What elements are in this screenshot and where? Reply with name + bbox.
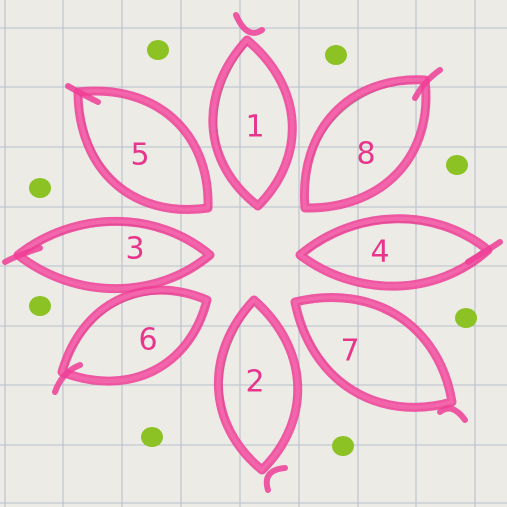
green-dot-icon bbox=[147, 40, 169, 60]
petal-number-3: 3 bbox=[125, 232, 144, 267]
green-dot-icon bbox=[332, 436, 354, 456]
green-dot-icon bbox=[446, 155, 468, 175]
green-dot-icon bbox=[325, 45, 347, 65]
petal-number-5: 5 bbox=[130, 138, 149, 173]
green-dot-icon bbox=[29, 178, 51, 198]
petal-number-8: 8 bbox=[356, 137, 375, 172]
petal-number-6: 6 bbox=[138, 323, 157, 358]
green-dot-icon bbox=[455, 308, 477, 328]
green-dot-icon bbox=[141, 427, 163, 447]
green-dot-icon bbox=[29, 296, 51, 316]
petal-number-4: 4 bbox=[370, 235, 389, 270]
petal-number-7: 7 bbox=[340, 334, 359, 369]
petal-number-2: 2 bbox=[245, 365, 264, 400]
petal-number-1: 1 bbox=[245, 110, 264, 145]
